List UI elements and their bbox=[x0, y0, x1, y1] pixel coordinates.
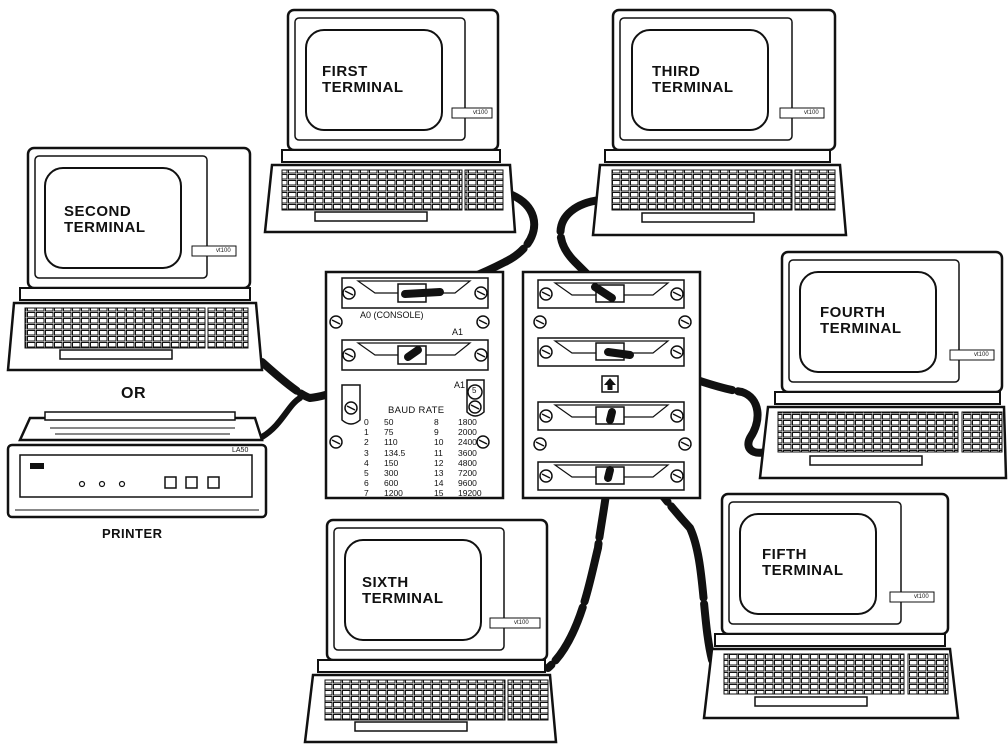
baud-rate-row: 1 75 9 2000 bbox=[361, 427, 495, 437]
fourth-terminal-label-line2: TERMINAL bbox=[820, 319, 902, 337]
baud-rate-cell: 600 bbox=[384, 478, 399, 489]
baud-rate-cell: 3 bbox=[364, 447, 369, 458]
second-terminal-label-line2: TERMINAL bbox=[64, 218, 146, 236]
third-terminal-label: THIRD TERMINAL bbox=[652, 64, 734, 96]
baud-rate-cell: 2000 bbox=[458, 427, 477, 438]
baud-rate-cell: 1800 bbox=[458, 417, 477, 427]
baud-rate-cell: 7 bbox=[364, 488, 369, 499]
baud-rate-cell: 12 bbox=[434, 457, 444, 468]
second-terminal bbox=[6, 146, 264, 372]
baud-rate-cell: 150 bbox=[384, 457, 399, 468]
third-terminal-label-line2: TERMINAL bbox=[652, 78, 734, 96]
switch-value: 5 bbox=[472, 386, 477, 395]
printer-model: LA50 bbox=[232, 447, 249, 454]
sixth-terminal bbox=[303, 518, 558, 744]
baud-rate-cell: 4 bbox=[364, 457, 369, 468]
baud-rate-row: 7 1200 15 19200 bbox=[361, 488, 495, 498]
baud-rate-cell: 19200 bbox=[458, 488, 482, 499]
baud-rate-cell: 3600 bbox=[458, 447, 477, 458]
first-terminal-badge: vt100 bbox=[473, 110, 488, 116]
baud-rate-cell: 13 bbox=[434, 468, 444, 479]
left-connector-panel bbox=[324, 270, 505, 500]
fifth-terminal bbox=[702, 492, 960, 720]
baud-rate-row: 4 150 12 4800 bbox=[361, 458, 495, 468]
second-terminal-label: SECOND TERMINAL bbox=[64, 204, 146, 236]
fifth-terminal-label: FIFTH TERMINAL bbox=[762, 547, 844, 579]
baud-rate-cell: 4800 bbox=[458, 457, 477, 468]
third-terminal-badge: vt100 bbox=[804, 110, 819, 116]
fourth-terminal-label-line1: FOURTH bbox=[820, 304, 886, 321]
fourth-terminal bbox=[758, 250, 1008, 480]
fifth-terminal-label-line1: FIFTH bbox=[762, 546, 807, 563]
third-terminal-label-line1: THIRD bbox=[652, 63, 701, 80]
third-terminal bbox=[591, 8, 848, 237]
printer-label: PRINTER bbox=[102, 526, 163, 541]
first-terminal-label: FIRST TERMINAL bbox=[322, 64, 404, 96]
up-arrow-icon bbox=[601, 375, 619, 393]
baud-rate-cell: 8 bbox=[434, 417, 439, 427]
cable-plugs bbox=[401, 283, 634, 482]
printer bbox=[6, 411, 268, 519]
baud-rate-row: 3 134.5 11 3600 bbox=[361, 448, 495, 458]
baud-rate-row: 5 300 13 7200 bbox=[361, 468, 495, 478]
fifth-terminal-badge: vt100 bbox=[914, 594, 929, 600]
sixth-terminal-label-line2: TERMINAL bbox=[362, 589, 444, 607]
baud-rate-cell: 75 bbox=[384, 427, 394, 438]
cable-printer bbox=[259, 395, 303, 440]
port-a0-label: A0 (CONSOLE) bbox=[360, 310, 424, 320]
baud-rate-cell: 6 bbox=[364, 478, 369, 489]
baud-rate-title: BAUD RATE bbox=[388, 405, 445, 416]
baud-rate-row: 2 110 10 2400 bbox=[361, 437, 495, 447]
baud-rate-cell: 5 bbox=[364, 468, 369, 479]
baud-rate-cell: 1200 bbox=[384, 488, 403, 499]
fourth-terminal-label: FOURTH TERMINAL bbox=[820, 305, 902, 337]
baud-rate-cell: 9 bbox=[434, 427, 439, 438]
baud-rate-cell: 300 bbox=[384, 468, 399, 479]
right-connector-panel bbox=[521, 270, 702, 500]
baud-rate-cell: 0 bbox=[364, 417, 369, 427]
fourth-terminal-badge: vt100 bbox=[974, 352, 989, 358]
baud-rate-cell: 50 bbox=[384, 417, 394, 427]
baud-rate-row: 6 600 14 9600 bbox=[361, 478, 495, 488]
sixth-terminal-label-line1: SIXTH bbox=[362, 574, 409, 591]
first-terminal bbox=[263, 8, 517, 234]
baud-rate-cell: 9600 bbox=[458, 478, 477, 489]
baud-rate-cell: 11 bbox=[434, 447, 443, 458]
switch-label: A1 bbox=[454, 380, 466, 390]
baud-rate-row: 0 50 8 1800 bbox=[361, 417, 495, 427]
first-terminal-label-line1: FIRST bbox=[322, 63, 368, 80]
fifth-terminal-label-line2: TERMINAL bbox=[762, 561, 844, 579]
baud-rate-cell: 2 bbox=[364, 437, 369, 448]
baud-rate-cell: 110 bbox=[384, 437, 398, 448]
baud-rate-cell: 1 bbox=[364, 427, 369, 438]
first-terminal-label-line2: TERMINAL bbox=[322, 78, 404, 96]
or-label: OR bbox=[121, 385, 146, 402]
sixth-terminal-label: SIXTH TERMINAL bbox=[362, 575, 444, 607]
right-port-4 bbox=[537, 461, 685, 491]
baud-rate-cell: 134.5 bbox=[384, 447, 406, 458]
second-terminal-badge: vt100 bbox=[216, 248, 231, 254]
second-terminal-label-line1: SECOND bbox=[64, 203, 132, 220]
sixth-terminal-badge: vt100 bbox=[514, 620, 529, 626]
cable-sixth-terminal bbox=[544, 474, 612, 672]
baud-rate-cell: 14 bbox=[434, 478, 444, 489]
baud-rate-cell: 10 bbox=[434, 437, 444, 448]
port-a1-label: A1 bbox=[452, 327, 464, 337]
baud-rate-cell: 2400 bbox=[458, 437, 477, 448]
baud-rate-cell: 15 bbox=[434, 488, 444, 499]
baud-rate-cell: 7200 bbox=[458, 468, 477, 479]
